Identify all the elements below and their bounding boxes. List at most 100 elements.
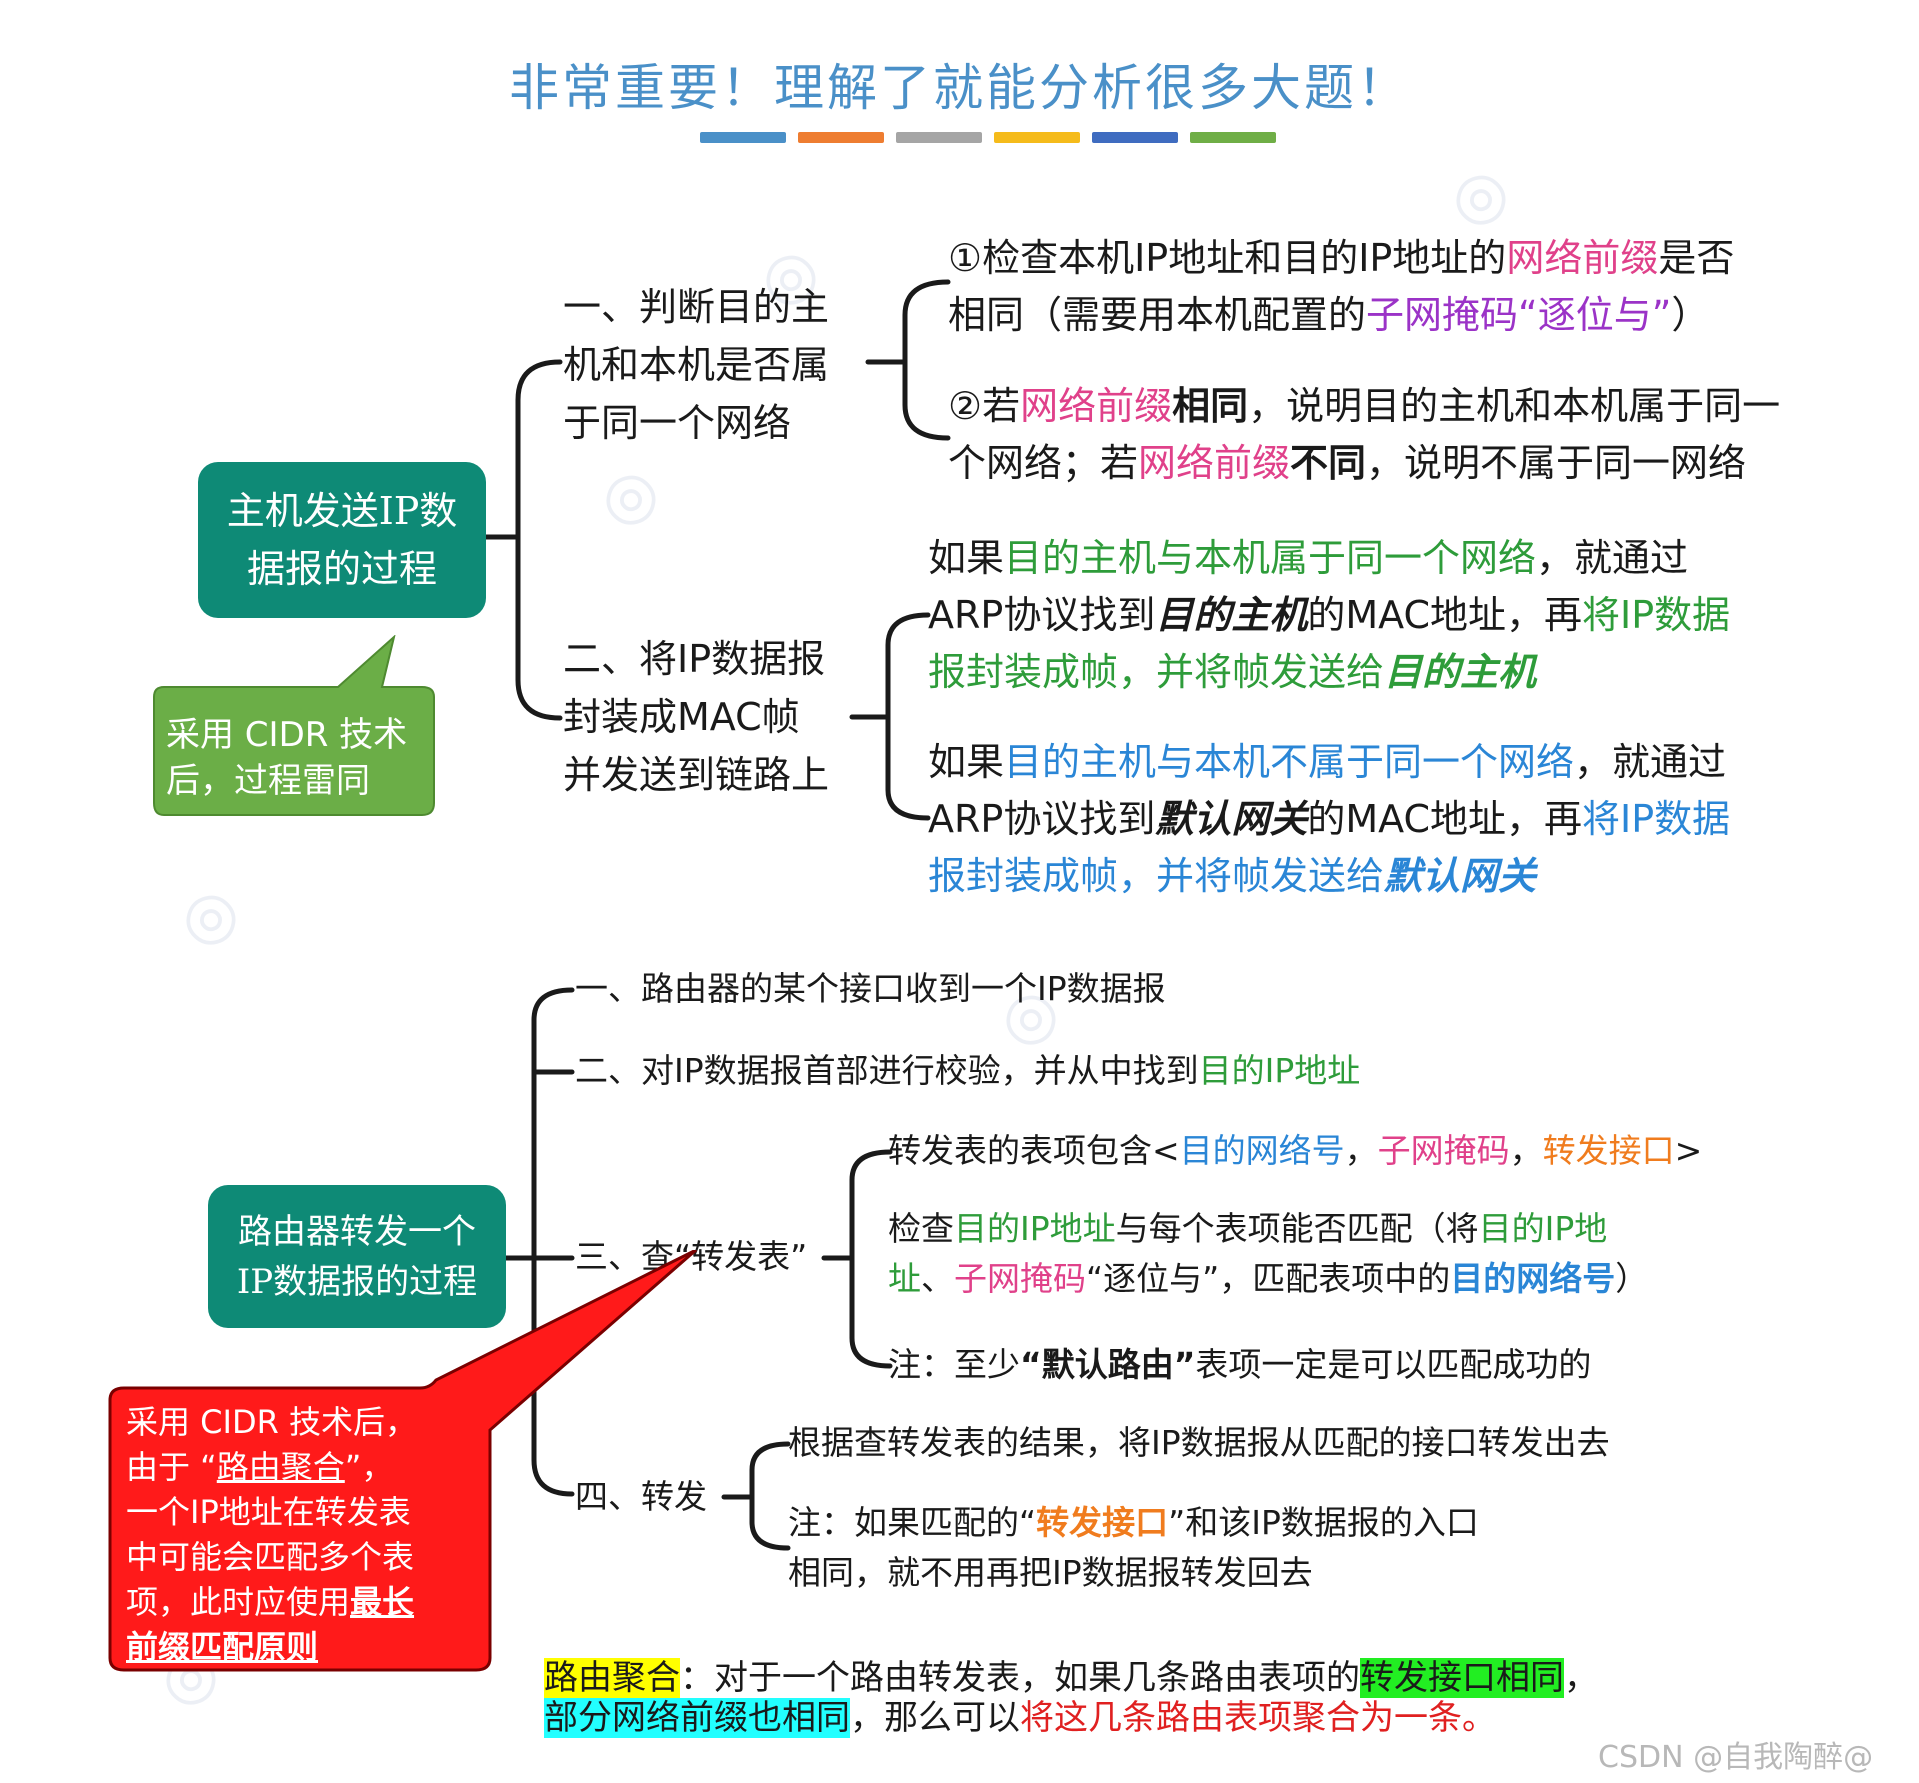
text-segment: ”和该IP数据报的入口: [1168, 1503, 1479, 1542]
red-bubble-text: 采用 CIDR 技术后， 由于 “路由聚合”， 一个IP地址在转发表 中可能会匹…: [126, 1400, 417, 1670]
step2-item-diff-network: 如果目的主机与本机不属于同一个网络，就通过 ARP协议找到默认网关的MAC地址，…: [928, 734, 1730, 905]
text-segment: 相同（需要用本机配置的: [948, 293, 1367, 337]
text-segment: 二、对IP数据报首部进行校验，并从中找到: [575, 1051, 1199, 1090]
bold-text: 不同: [1290, 441, 1367, 485]
title-underline-segment: [1092, 132, 1178, 143]
title-underline-segment: [700, 132, 786, 143]
highlight-cyan: 部分网络前缀也相同: [544, 1698, 850, 1738]
text-segment: ，那么可以: [850, 1698, 1020, 1738]
green-text: 报封装成帧，并将帧发送给: [928, 650, 1385, 694]
text-segment: ，: [1564, 1658, 1598, 1698]
root-node-line: 路由器转发一个: [238, 1211, 476, 1252]
text-segment: ①检查本机IP地址和目的IP地址的: [948, 236, 1507, 280]
red-bubble-shape: [108, 1250, 697, 1672]
text-segment: 表项一定是可以匹配成功的: [1195, 1345, 1592, 1384]
text-segment: ）: [1615, 1259, 1649, 1298]
blue-text: 目的网络号: [1179, 1131, 1345, 1170]
green-text: 将IP数据: [1582, 593, 1731, 637]
router-step4-item-forward: 根据查转发表的结果，将IP数据报从匹配的接口转发出去: [788, 1423, 1610, 1462]
step-line: 二、将IP数据报: [563, 637, 826, 681]
green-bold-italic-text: 目的主机: [1384, 650, 1537, 694]
subnet-mask-text: 子网掩码“逐位与”: [1366, 293, 1672, 337]
bold-italic-text: 目的主机: [1155, 593, 1308, 637]
bubble-line: 一个IP地址在转发表: [126, 1493, 411, 1531]
router-step4-item-note: 注：如果匹配的“转发接口”和该IP数据报的入口 相同，就不用再把IP数据报转发回…: [788, 1498, 1479, 1598]
text-segment: 个网络；若: [948, 441, 1139, 485]
text-segment: 转发表的表项包含<: [888, 1131, 1180, 1170]
text-segment: 注：如果匹配的“: [788, 1503, 1037, 1542]
underlined-text: 路由聚合: [216, 1448, 345, 1486]
green-text: 目的IP地址: [954, 1209, 1116, 1248]
blue-bold-italic-text: 默认网关: [1384, 854, 1537, 898]
network-prefix-text: 网络前缀: [1506, 236, 1659, 280]
text-segment: 检查: [888, 1209, 954, 1248]
blue-bold-text: 目的网络号: [1450, 1259, 1616, 1298]
brace: [849, 1149, 893, 1369]
step1-judge-network: 一、判断目的主 机和本机是否属 于同一个网络: [563, 278, 829, 452]
text-segment: ②若: [948, 384, 1021, 428]
router-step3-item-note: 注：至少“默认路由”表项一定是可以匹配成功的: [888, 1340, 1591, 1390]
text-segment: 注：至少: [888, 1345, 1020, 1384]
bubble-line: 后，过程雷同: [166, 761, 370, 801]
title-underline-segment: [896, 132, 982, 143]
root-node-host-send: 主机发送IP数 据报的过程: [198, 462, 486, 618]
page-title: 非常重要！理解了就能分析很多大题！: [509, 59, 1410, 117]
text-segment: ，说明不属于同一网络: [1366, 441, 1747, 485]
bubble-line: 采用 CIDR 技术后，: [126, 1403, 418, 1441]
root-node-line: 主机发送IP数: [226, 489, 458, 533]
step-line: 封装成MAC帧: [563, 695, 800, 739]
brace: [885, 612, 931, 821]
green-bubble-shape: [153, 635, 435, 816]
pink-text: 子网掩码: [1377, 1131, 1510, 1170]
step2-item-same-network: 如果目的主机与本机属于同一个网络，就通过 ARP协议找到目的主机的MAC地址，再…: [928, 530, 1730, 701]
green-text: 目的主机与本机属于同一个网络: [1004, 536, 1537, 580]
bold-text: “默认路由”: [1020, 1345, 1196, 1384]
orange-bold-text: 转发接口: [1036, 1503, 1169, 1542]
green-text: 目的IP地址: [1198, 1051, 1361, 1090]
step1-item-check-prefix: ①检查本机IP地址和目的IP地址的网络前缀是否 相同（需要用本机配置的子网掩码“…: [948, 230, 1734, 344]
text-segment: 的MAC地址，再: [1307, 593, 1582, 637]
text-segment: ）: [1671, 293, 1710, 337]
bubble-line: 采用 CIDR 技术: [166, 715, 408, 755]
router-step2: 二、对IP数据报首部进行校验，并从中找到目的IP地址: [575, 1046, 1360, 1096]
root-node-router-forward: 路由器转发一个 IP数据报的过程: [208, 1185, 506, 1328]
brace: [749, 1441, 791, 1551]
text-segment: 与每个表项能否匹配（将: [1115, 1209, 1479, 1248]
text-segment: ARP协议找到: [928, 593, 1156, 637]
text-segment: 的MAC地址，再: [1307, 797, 1582, 841]
step-line: 机和本机是否属: [563, 343, 830, 387]
router-step4: 四、转发: [575, 1477, 707, 1516]
text-segment: >: [1674, 1131, 1703, 1170]
router-step3-item-entries: 转发表的表项包含<目的网络号，子网掩码，转发接口>: [888, 1126, 1702, 1176]
network-prefix-text: 网络前缀: [1138, 441, 1291, 485]
text-segment: 、: [921, 1259, 954, 1298]
brace: [902, 279, 951, 441]
text-segment: 如果: [928, 536, 1005, 580]
blue-text: 报封装成帧，并将帧发送给: [928, 854, 1385, 898]
router-step1: 一、路由器的某个接口收到一个IP数据报: [575, 969, 1166, 1008]
highlight-yellow: 路由聚合: [544, 1658, 680, 1698]
text-segment: 是否: [1658, 236, 1735, 280]
blue-text: 目的主机与本机不属于同一个网络: [1004, 740, 1575, 784]
blue-text: 将IP数据: [1582, 797, 1731, 841]
text-segment: ，就通过: [1536, 536, 1689, 580]
step-line: 一、判断目的主: [563, 285, 830, 329]
root-node-line: IP数据报的过程: [236, 1261, 478, 1302]
green-text: 址: [888, 1259, 921, 1298]
text-segment: 相同，就不用再把IP数据报转发回去: [788, 1553, 1313, 1592]
title-underline-segment: [1190, 132, 1276, 143]
bold-italic-text: 默认网关: [1155, 797, 1308, 841]
text-segment: ARP协议找到: [928, 797, 1156, 841]
title-underline-segment: [994, 132, 1080, 143]
brace: [531, 987, 575, 1497]
step2-encapsulate: 二、将IP数据报 封装成MAC帧 并发送到链路上: [563, 630, 829, 804]
pink-text: 子网掩码: [954, 1259, 1086, 1298]
red-text: 将这几条路由表项聚合为一条。: [1020, 1698, 1496, 1738]
bold-text: 相同: [1172, 384, 1249, 428]
network-prefix-text: 网络前缀: [1020, 384, 1173, 428]
step-line: 并发送到链路上: [563, 753, 830, 797]
text-segment: 由于 “: [126, 1448, 217, 1486]
text-segment: ，说明目的主机和本机属于同一: [1248, 384, 1781, 428]
route-aggregation-definition: 路由聚合：对于一个路由转发表，如果几条路由表项的转发接口相同， 部分网络前缀也相…: [544, 1658, 1598, 1738]
